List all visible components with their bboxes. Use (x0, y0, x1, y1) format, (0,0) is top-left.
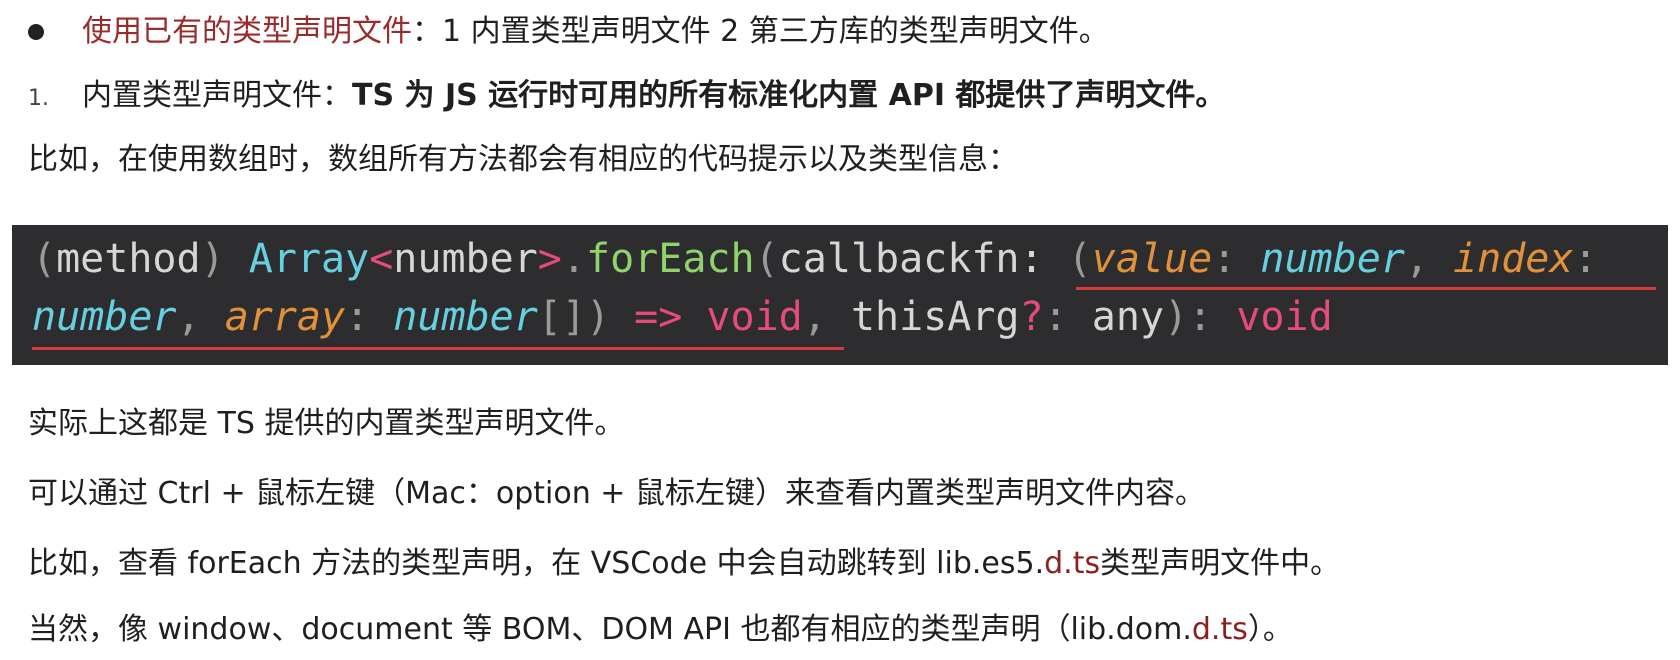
code-token: : (1188, 294, 1213, 340)
code-token: : (1212, 236, 1237, 282)
code-token (610, 294, 634, 340)
numbered-bold-text: TS 为 JS 运行时可用的所有标准化内置 API 都提供了声明文件。 (352, 78, 1226, 113)
annotation-underline-1 (1076, 287, 1656, 290)
code-token: => (634, 294, 683, 340)
code-token: void (706, 294, 803, 340)
annotation-underline-2 (32, 347, 844, 350)
paragraph-4-after: ）。 (1247, 612, 1293, 647)
paragraph-4-highlight: d.ts (1191, 612, 1248, 647)
paragraph-3-before: 比如，查看 forEach 方法的类型声明，在 VSCode 中会自动跳转到 l… (28, 546, 1045, 581)
code-token: any (1091, 294, 1165, 340)
code-token: > (537, 236, 562, 282)
code-token (201, 294, 225, 340)
code-token: value (1091, 236, 1213, 282)
code-token (1236, 236, 1260, 282)
code-token: : (1043, 294, 1068, 340)
example-intro: 比如，在使用数组时，数组所有方法都会有相应的代码提示以及类型信息： (28, 142, 1018, 177)
code-token: : (1573, 236, 1598, 282)
code-token: method (56, 236, 201, 282)
bullet-highlight: 使用已有的类型声明文件 (82, 14, 412, 49)
paragraph-4-before: 当然，像 window、document 等 BOM、DOM API 也都有相应… (28, 612, 1192, 647)
code-token: , (1404, 236, 1429, 282)
code-token: < (369, 236, 394, 282)
code-token: thisArg (850, 294, 1020, 340)
code-token (827, 294, 851, 340)
code-line-1: (method) Array<number>.forEach(callbackf… (32, 233, 1598, 285)
code-token: number (32, 294, 177, 340)
code-token (682, 294, 706, 340)
code-token: ) (1164, 294, 1189, 340)
code-token: number (393, 294, 538, 340)
code-token: , (176, 294, 201, 340)
code-token (369, 294, 393, 340)
numbered-text: 内置类型声明文件：TS 为 JS 运行时可用的所有标准化内置 API 都提供了声… (82, 76, 1225, 116)
code-token: ( (1067, 236, 1092, 282)
code-token: , (802, 294, 827, 340)
code-token (1429, 236, 1453, 282)
code-token (1068, 294, 1092, 340)
code-token (1212, 294, 1236, 340)
bullet-text: 使用已有的类型声明文件：1 内置类型声明文件 2 第三方库的类型声明文件。 (82, 12, 1109, 52)
code-token: ) (200, 236, 225, 282)
code-line-2: number, array: number[]) => void, thisAr… (32, 291, 1333, 343)
code-token: ( (32, 236, 57, 282)
code-token: array (224, 294, 346, 340)
code-token: number (393, 236, 538, 282)
code-token: ( (754, 236, 779, 282)
numbered-label: 内置类型声明文件： (82, 78, 352, 113)
code-token: ) (585, 294, 611, 340)
bullet-rest: ：1 内置类型声明文件 2 第三方库的类型声明文件。 (412, 14, 1109, 49)
bullet-dot-icon (28, 24, 44, 40)
code-token: void (1236, 294, 1333, 340)
paragraph-3: 比如，查看 forEach 方法的类型声明，在 VSCode 中会自动跳转到 l… (28, 544, 1340, 584)
code-token: callbackfn (778, 236, 1020, 282)
code-token: forEach (585, 236, 755, 282)
code-token: number (1260, 236, 1405, 282)
paragraph-1: 实际上这都是 TS 提供的内置类型声明文件。 (28, 406, 625, 441)
code-token: : (345, 294, 370, 340)
code-token: index (1453, 236, 1574, 282)
code-token: ? (1019, 294, 1044, 340)
code-token: [] (537, 294, 586, 340)
paragraph-2: 可以通过 Ctrl + 鼠标左键（Mac：option + 鼠标左键）来查看内置… (28, 476, 1205, 511)
paragraph-3-after: 类型声明文件中。 (1100, 546, 1341, 581)
list-number: 1. (28, 86, 49, 111)
code-token (1044, 236, 1068, 282)
code-block: (method) Array<number>.forEach(callbackf… (12, 225, 1668, 365)
code-token: . (561, 236, 586, 282)
paragraph-3-highlight: d.ts (1044, 546, 1101, 581)
paragraph-4: 当然，像 window、document 等 BOM、DOM API 也都有相应… (28, 610, 1293, 650)
code-token: : (1019, 236, 1044, 282)
code-token: Array (248, 236, 370, 282)
